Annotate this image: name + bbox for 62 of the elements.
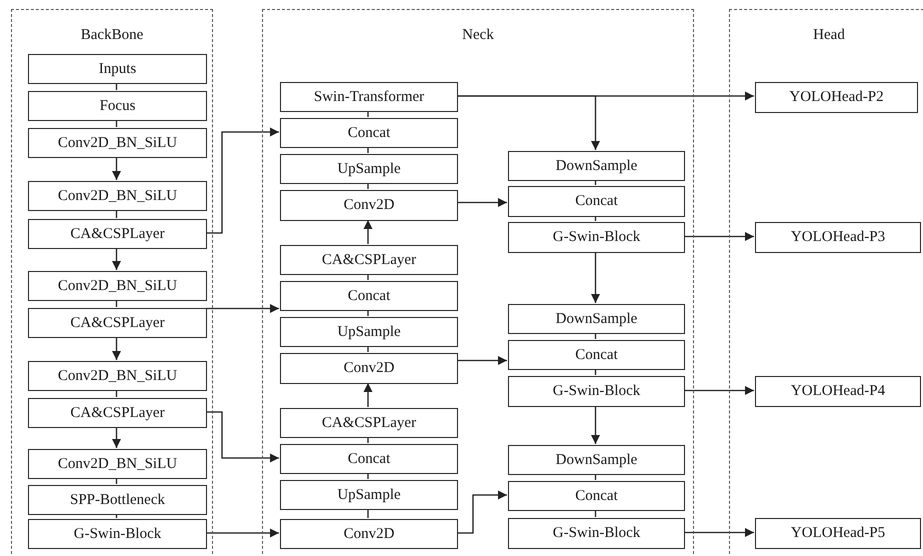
arrow — [457, 198, 507, 207]
process-box: YOLOHead-P5 — [755, 518, 921, 549]
process-box: Concat — [280, 118, 458, 148]
arrow — [206, 411, 279, 462]
process-box: Concat — [508, 340, 685, 370]
process-box: YOLOHead-P3 — [755, 222, 921, 253]
arrow — [457, 356, 507, 365]
process-box: Conv2D_BN_SiLU — [28, 128, 207, 158]
dashed-group-frame — [262, 9, 694, 556]
arrow — [206, 128, 279, 234]
arrow — [112, 157, 121, 180]
process-box: CA&CSPLayer — [28, 398, 207, 428]
arrow — [206, 304, 279, 313]
process-box: Concat — [280, 444, 458, 474]
process-box: Conv2D — [280, 519, 458, 549]
arrow — [591, 252, 600, 303]
arrow — [364, 220, 372, 244]
arrow — [684, 386, 754, 395]
process-box: CA&CSPLayer — [28, 219, 207, 249]
arrow — [457, 95, 600, 150]
arrow — [112, 337, 121, 360]
process-box: G-Swin-Block — [508, 222, 685, 253]
process-box: Conv2D — [280, 190, 458, 221]
process-box: YOLOHead-P2 — [755, 82, 918, 113]
group-heading: Head — [813, 27, 845, 43]
process-box: Inputs — [28, 54, 207, 84]
process-box: Concat — [280, 281, 458, 311]
arrow — [364, 383, 372, 407]
process-box: UpSample — [280, 154, 458, 184]
process-box: YOLOHead-P4 — [755, 376, 921, 407]
process-box: Concat — [508, 186, 685, 217]
arrow — [112, 427, 121, 448]
process-box: Conv2D — [280, 353, 458, 384]
dashed-group-frame — [11, 9, 213, 556]
arrow — [684, 528, 754, 537]
arrow — [457, 490, 507, 534]
process-box: CA&CSPLayer — [280, 245, 458, 275]
process-box: DownSample — [508, 151, 685, 181]
arrow — [206, 528, 279, 538]
process-box: DownSample — [508, 445, 685, 475]
process-box: G-Swin-Block — [508, 376, 685, 407]
group-heading: BackBone — [80, 27, 144, 43]
process-box: Swin-Transformer — [280, 82, 458, 112]
group-heading: Neck — [462, 27, 494, 43]
process-box: CA&CSPLayer — [280, 408, 458, 438]
process-box: Focus — [28, 91, 207, 121]
process-box: G-Swin-Block — [28, 519, 207, 549]
process-box: G-Swin-Block — [508, 518, 685, 549]
process-box: CA&CSPLayer — [28, 308, 207, 338]
process-box: Conv2D_BN_SiLU — [28, 181, 207, 211]
arrow — [112, 248, 121, 270]
dashed-group-frame — [729, 9, 923, 556]
process-box: DownSample — [508, 304, 685, 334]
arrow — [684, 232, 754, 241]
process-box: SPP-Bottleneck — [28, 485, 207, 515]
process-box: Concat — [508, 481, 685, 511]
process-box: UpSample — [280, 480, 458, 510]
process-box: Conv2D_BN_SiLU — [28, 271, 207, 301]
arrow — [591, 406, 600, 444]
process-box: UpSample — [280, 317, 458, 347]
process-box: Conv2D_BN_SiLU — [28, 449, 207, 479]
process-box: Conv2D_BN_SiLU — [28, 361, 207, 391]
